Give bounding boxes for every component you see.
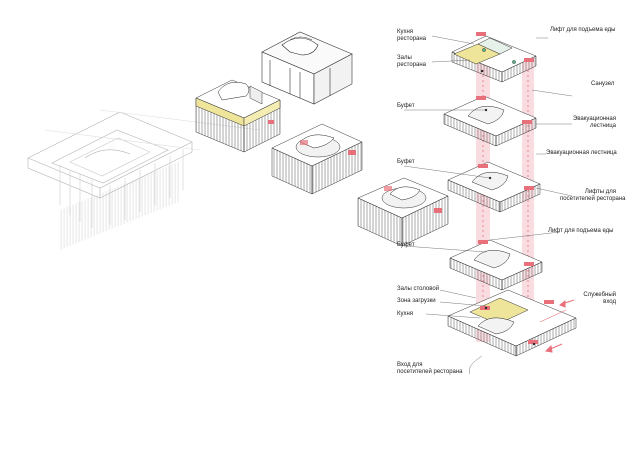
label-restaurant-halls: Залы ресторана xyxy=(397,55,426,69)
floor-middle-b xyxy=(357,177,449,247)
label-kitchen-restaurant: Кухня ресторана xyxy=(397,29,426,43)
label-restaurant-lifts: Лифты для посетителей ресторана xyxy=(560,189,626,203)
flow-arrows xyxy=(544,299,575,353)
stack-level-1 xyxy=(451,32,537,83)
label-loading-zone: Зона загрузки xyxy=(397,298,436,304)
label-line: вход xyxy=(603,299,616,305)
label-line: лестница xyxy=(589,123,616,129)
label-evac-stair-1: Эвакуационная лестница xyxy=(570,116,616,130)
label-line: ресторана xyxy=(397,36,427,42)
label-toilet: Санузел xyxy=(591,81,615,87)
label-line: Эвакуационная xyxy=(572,116,616,122)
label-evac-stair-2: Эвакуационная лестница xyxy=(546,150,617,156)
label-buffet-3: Буфет xyxy=(397,242,415,248)
leader-lines xyxy=(403,35,573,375)
label-line: посетителей ресторана xyxy=(397,369,463,375)
label-line: ресторана xyxy=(397,62,427,68)
label-food-lift-top: Лифт для подъема еды xyxy=(550,27,616,33)
label-line: Вход для xyxy=(397,362,423,368)
stack-level-ground xyxy=(447,289,577,357)
floor-middle-a xyxy=(271,123,363,195)
building-massing-wireframe xyxy=(27,109,261,250)
label-visitor-entrance: Вход для посетителей ресторана xyxy=(397,362,463,376)
label-dining-halls: Залы столовой xyxy=(397,286,440,292)
upper-volume-diagram xyxy=(261,31,353,105)
label-line: Залы xyxy=(397,55,412,61)
label-line: посетителей ресторана xyxy=(560,196,626,202)
label-kitchen: Кухня xyxy=(397,311,414,317)
label-line: Служебный xyxy=(583,292,616,298)
label-food-lift-mid: Лифт для подъема еды xyxy=(548,228,614,234)
label-line: Лифты для xyxy=(584,189,616,195)
stack-level-2 xyxy=(443,95,537,147)
label-service-entrance: Служебный вход xyxy=(574,292,616,306)
label-line: Кухня xyxy=(397,29,414,35)
stack-level-4 xyxy=(449,239,543,291)
label-buffet-1: Буфет xyxy=(397,103,415,109)
building-yellow-band xyxy=(195,79,281,153)
label-buffet-2: Буфет xyxy=(397,159,415,165)
